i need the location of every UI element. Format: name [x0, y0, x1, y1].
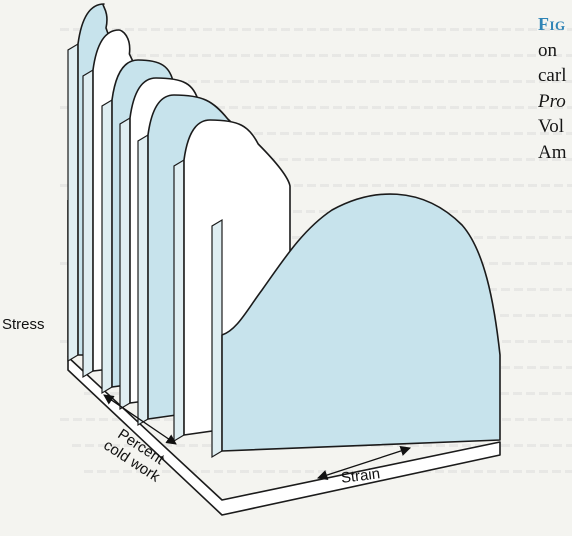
- caption-line: Am: [538, 141, 567, 163]
- caption-figure-label: Fig: [538, 14, 566, 34]
- caption-line: carl: [538, 65, 567, 86]
- panel-edge: [211, 218, 223, 459]
- panel-edge: [67, 42, 79, 363]
- stress-strain-panel: [221, 193, 501, 452]
- panel-edge: [173, 158, 185, 443]
- panel-edge: [82, 68, 94, 379]
- cold-work-arrow: [103, 394, 177, 445]
- panel-edge: [137, 133, 149, 427]
- stress-axis-label: Stress: [2, 316, 45, 333]
- strain-arrow: [317, 445, 411, 481]
- panel-edge: [119, 116, 131, 411]
- caption-line: Vol: [538, 116, 565, 137]
- axis-arrows: [103, 394, 411, 481]
- caption-line-italic: Pro: [538, 90, 566, 112]
- stress-strain-panels: [67, 3, 501, 516]
- panel-edge: [101, 98, 113, 395]
- caption-line: on: [538, 39, 557, 61]
- figure-caption: Fig on carl Pro Vol Am: [538, 12, 572, 165]
